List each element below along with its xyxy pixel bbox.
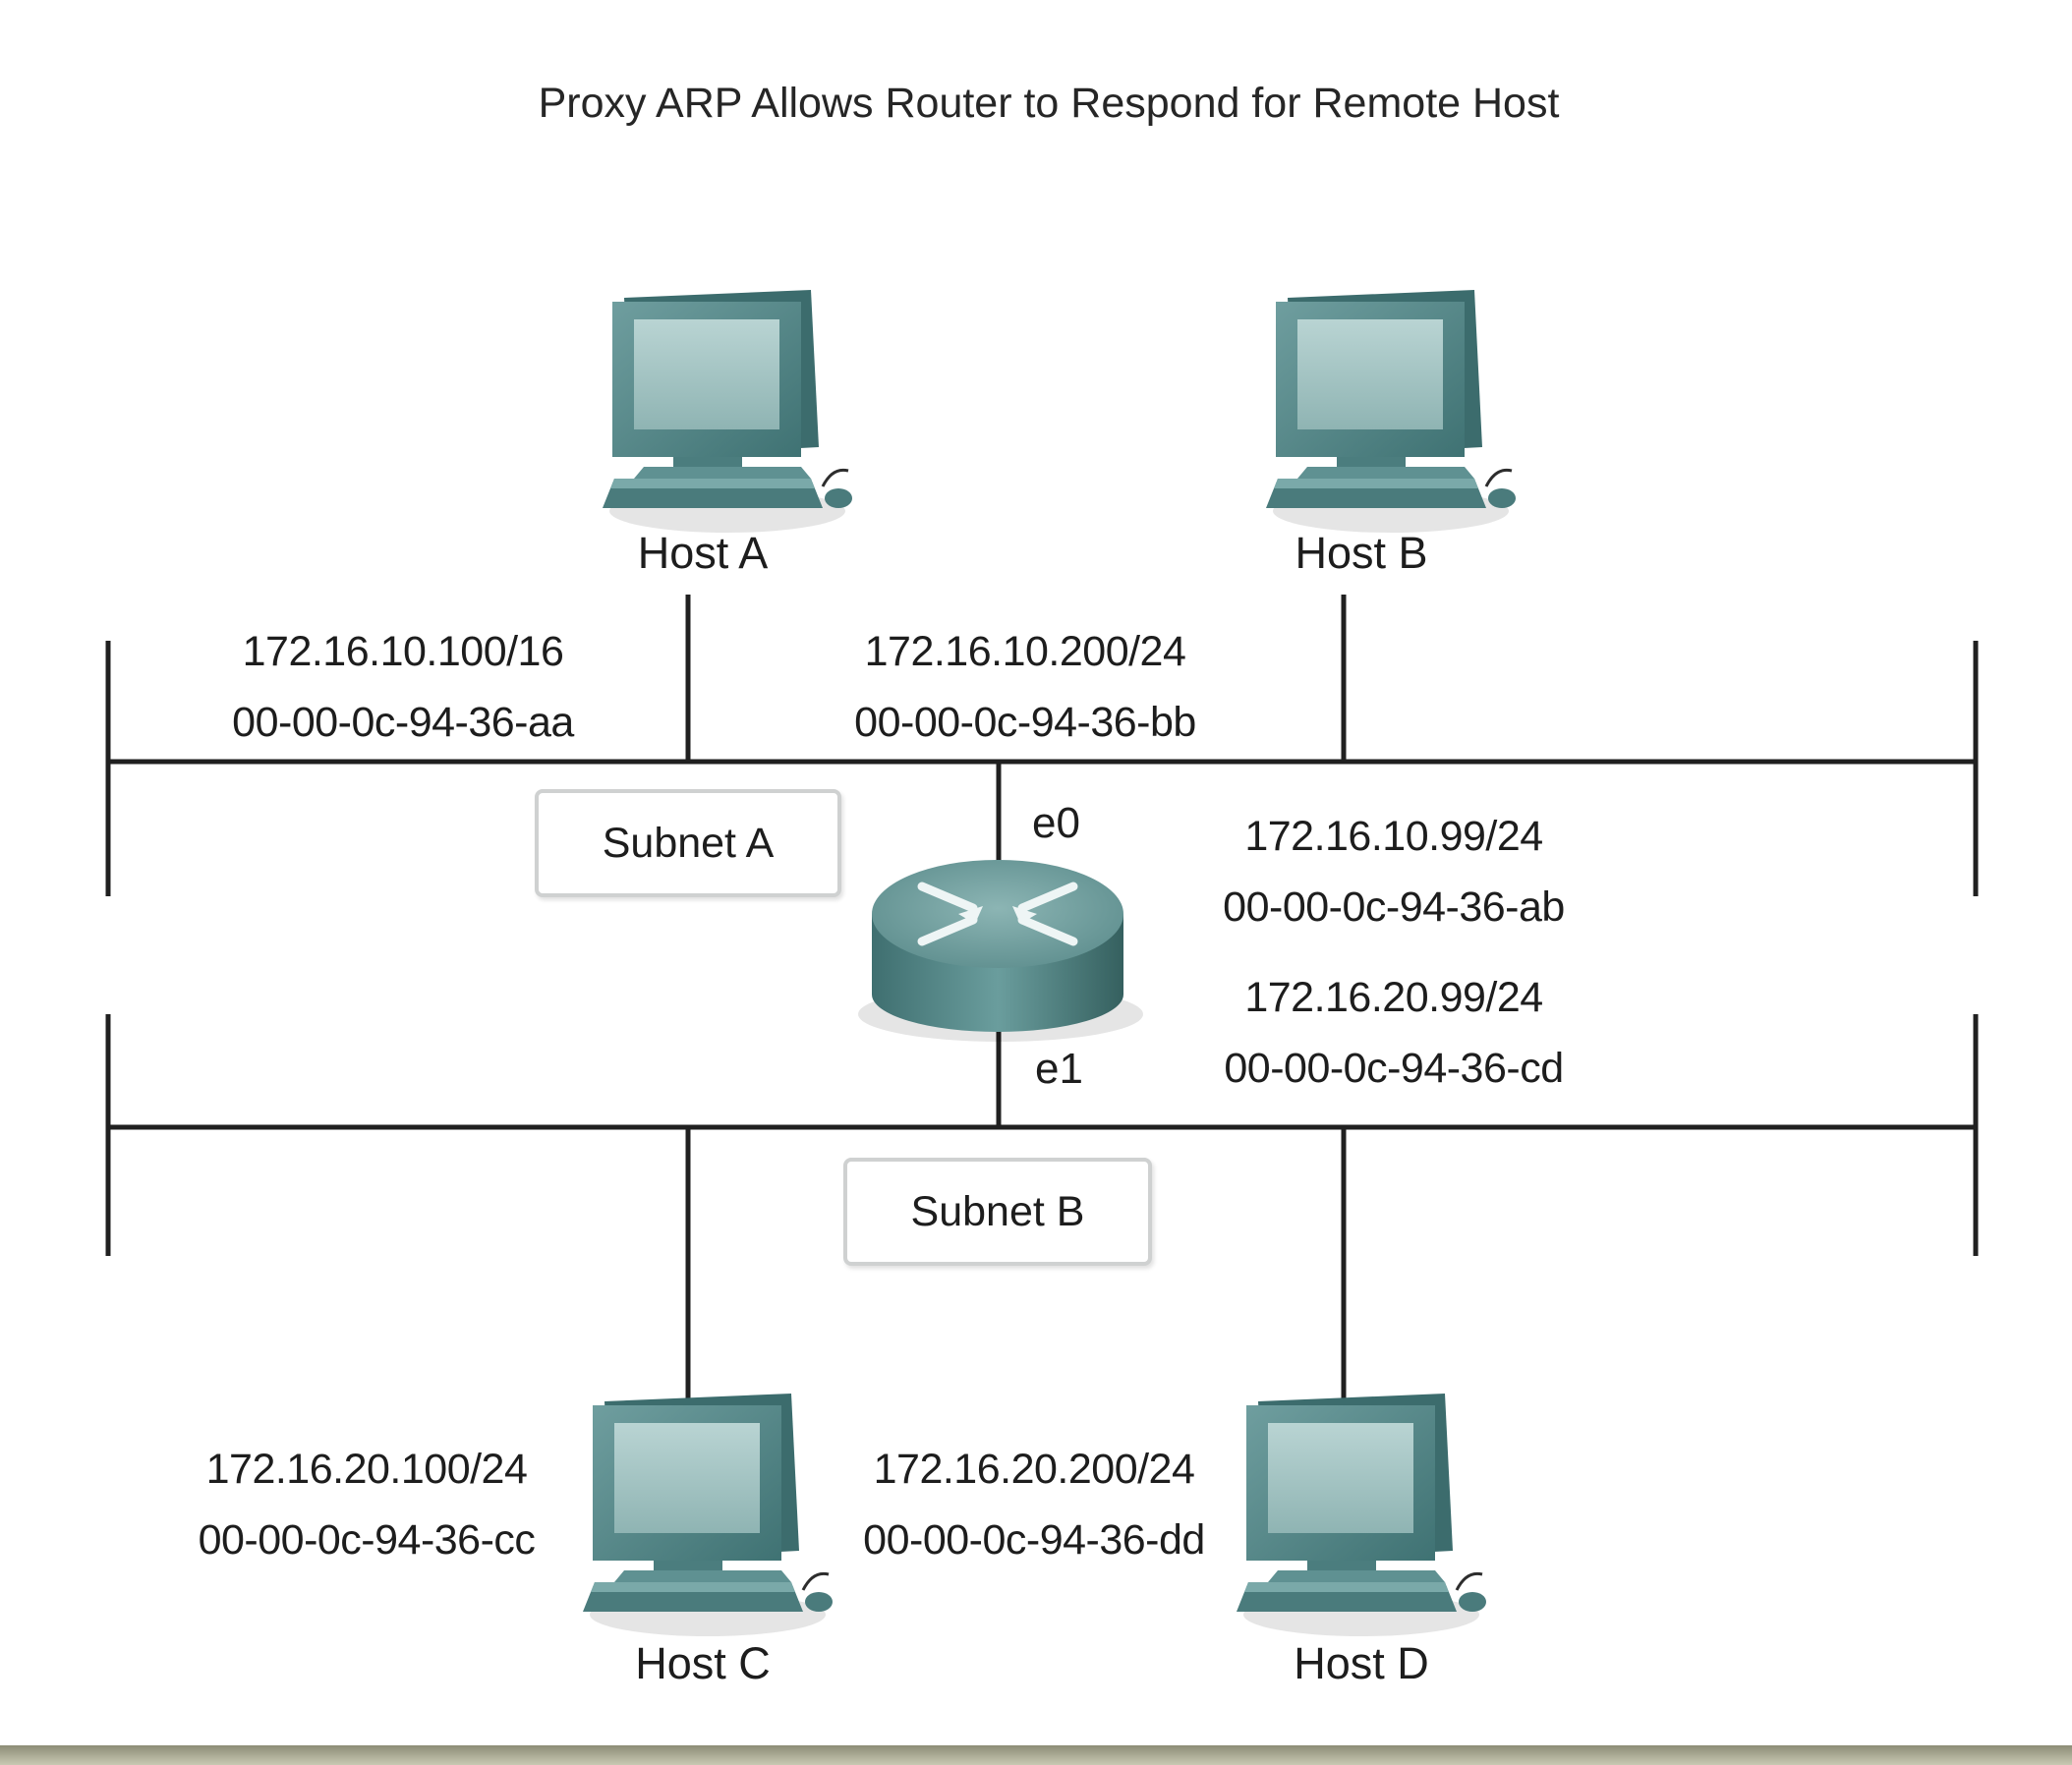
- subnet-a-label: Subnet A: [535, 789, 841, 897]
- host-a-label: Host A: [637, 528, 769, 578]
- router-e1-ip: 172.16.20.99/24: [1244, 974, 1543, 1021]
- host-b-computer-icon: [1264, 288, 1518, 535]
- host-a-computer-icon: [601, 288, 854, 535]
- router-e0-label: e0: [1032, 799, 1080, 847]
- bottom-border: [0, 1745, 2072, 1765]
- host-a-mac: 00-00-0c-94-36-aa: [232, 699, 574, 746]
- host-b-ip: 172.16.10.200/24: [864, 628, 1186, 675]
- diagram-title: Proxy ARP Allows Router to Respond for R…: [538, 80, 1560, 127]
- host-a-ip: 172.16.10.100/16: [242, 628, 564, 675]
- subnet-b-label: Subnet B: [843, 1158, 1152, 1266]
- router-e0-mac: 00-00-0c-94-36-ab: [1223, 883, 1565, 931]
- host-d-ip: 172.16.20.200/24: [873, 1446, 1195, 1493]
- host-d-computer-icon: [1235, 1392, 1488, 1638]
- host-c-label: Host C: [635, 1638, 771, 1688]
- host-d-mac: 00-00-0c-94-36-dd: [863, 1516, 1205, 1564]
- router-e1-mac: 00-00-0c-94-36-cd: [1224, 1045, 1564, 1092]
- router-icon: [858, 860, 1143, 1042]
- host-c-ip: 172.16.20.100/24: [205, 1446, 528, 1493]
- router-e0-ip: 172.16.10.99/24: [1244, 813, 1543, 860]
- host-b-label: Host B: [1295, 528, 1428, 578]
- host-b-mac: 00-00-0c-94-36-bb: [854, 699, 1196, 746]
- host-c-mac: 00-00-0c-94-36-cc: [198, 1516, 536, 1564]
- host-d-label: Host D: [1294, 1638, 1429, 1688]
- host-c-computer-icon: [581, 1392, 835, 1638]
- router-e1-label: e1: [1035, 1045, 1083, 1093]
